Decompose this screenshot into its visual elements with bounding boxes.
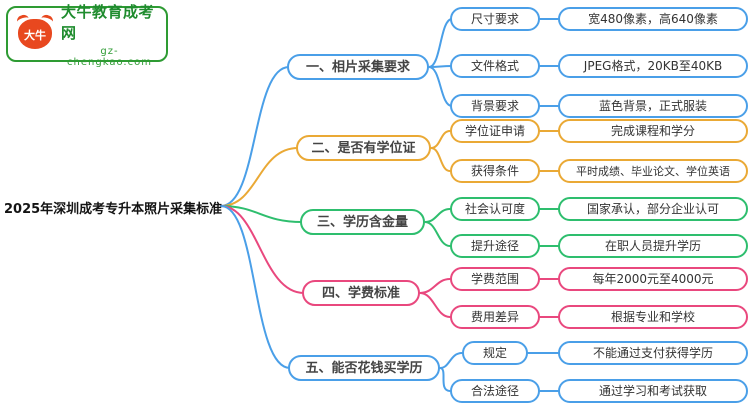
- mindmap-root-title: 2025年深圳成考专升本照片采集标准: [4, 202, 223, 217]
- subtopic-legal-path: 合法途径: [450, 379, 540, 403]
- subtopic-upgrade-path: 提升途径: [450, 234, 540, 258]
- detail-fee-difference: 根据专业和学校: [558, 305, 748, 329]
- branch-tuition-standard: 四、学费标准: [302, 280, 420, 306]
- detail-tuition-range: 每年2000元至4000元: [558, 267, 748, 291]
- site-logo[interactable]: 大牛 大牛教育成考网 gz-chengkao.com: [6, 3, 168, 68]
- subtopic-fee-difference: 费用差异: [450, 305, 540, 329]
- branch-degree-certificate: 二、是否有学位证: [296, 135, 431, 161]
- subtopic-tuition-range: 学费范围: [450, 267, 540, 291]
- link-branch5-child2: [439, 367, 451, 392]
- detail-file-format-spec: JPEG格式，20KB至40KB: [558, 54, 748, 78]
- link-branch2-child2: [430, 147, 451, 172]
- link-branch1-child1: [428, 18, 453, 68]
- link-branch3-child2: [424, 221, 451, 247]
- link-root-branch5: [220, 205, 291, 369]
- bull-logo-text: 大牛: [24, 29, 46, 42]
- detail-social-recognition: 国家承认，部分企业认可: [558, 197, 748, 221]
- link-branch2-child1: [430, 130, 451, 149]
- subtopic-social-recognition: 社会认可度: [450, 197, 540, 221]
- link-branch3-child1: [424, 208, 451, 223]
- bull-logo-icon: 大牛: [15, 13, 55, 53]
- link-branch1-child2: [428, 65, 453, 68]
- detail-degree-application: 完成课程和学分: [558, 119, 748, 143]
- link-root-branch4: [220, 205, 305, 294]
- detail-background-spec: 蓝色背景，正式服装: [558, 94, 748, 118]
- site-url: gz-chengkao.com: [67, 45, 152, 68]
- link-root-branch2: [220, 147, 299, 207]
- link-branch1-child3: [428, 66, 453, 107]
- link-branch5-child1: [439, 352, 463, 369]
- detail-legal-path: 通过学习和考试获取: [558, 379, 748, 403]
- logo-text-block: 大牛教育成考网 gz-chengkao.com: [61, 1, 158, 68]
- subtopic-size-requirement: 尺寸要求: [450, 7, 540, 31]
- detail-regulation: 不能通过支付获得学历: [558, 341, 748, 365]
- detail-size-spec: 宽480像素，高640像素: [558, 7, 748, 31]
- detail-upgrade-path: 在职人员提升学历: [558, 234, 748, 258]
- branch-photo-requirements: 一、相片采集要求: [287, 54, 429, 80]
- subtopic-degree-conditions: 获得条件: [450, 159, 540, 183]
- subtopic-background-requirement: 背景要求: [450, 94, 540, 118]
- link-branch4-child2: [419, 292, 451, 318]
- branch-buy-diploma: 五、能否花钱买学历: [288, 355, 440, 381]
- subtopic-regulation: 规定: [462, 341, 528, 365]
- site-name: 大牛教育成考网: [61, 2, 155, 42]
- subtopic-file-format: 文件格式: [450, 54, 540, 78]
- link-branch4-child1: [419, 278, 451, 294]
- link-root-branch3: [220, 205, 303, 223]
- link-root-branch1: [220, 66, 290, 207]
- subtopic-degree-application: 学位证申请: [450, 119, 540, 143]
- branch-education-value: 三、学历含金量: [300, 209, 425, 235]
- detail-degree-conditions: 平时成绩、毕业论文、学位英语: [558, 159, 748, 183]
